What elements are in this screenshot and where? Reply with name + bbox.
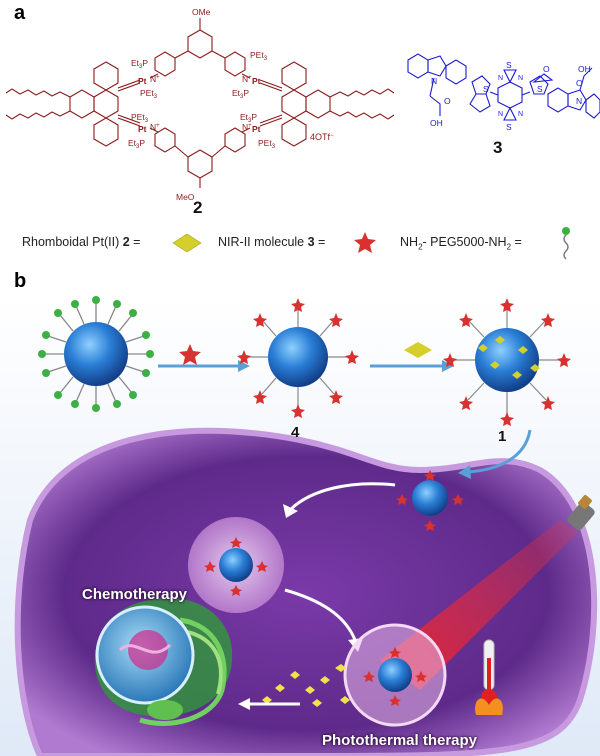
legend-nir-label: NIR-II molecule 3 = <box>218 235 326 249</box>
chemotherapy-label: Chemotherapy <box>82 586 188 603</box>
svg-text:OH: OH <box>430 118 443 128</box>
arrow-to-burst <box>284 588 357 641</box>
nanoparticle-1 <box>443 298 571 426</box>
svg-text:S: S <box>537 84 543 94</box>
svg-text:N: N <box>498 111 503 118</box>
photothermal-therapy-label: Photothermal therapy <box>322 732 478 749</box>
rhombus-icon <box>172 233 202 253</box>
svg-text:PEt3: PEt3 <box>140 88 158 100</box>
chemical-structures: OMe MeO Et3P Pt N+ PEt3 PEt3 Pt N+ Et3P … <box>5 7 600 202</box>
compound-3-labels: N OH O S S S N N N N S O N OH O <box>430 60 591 132</box>
endosome-vesicle <box>188 517 284 613</box>
svg-text:Pt: Pt <box>138 76 147 86</box>
arrow-to-cell <box>467 429 532 474</box>
panel-b-label: b <box>14 270 27 292</box>
star-icon <box>354 232 376 253</box>
svg-text:PEt3: PEt3 <box>131 112 149 124</box>
legend-rhomboid-label: Rhomboidal Pt(II) 2 = <box>22 235 141 249</box>
label-ome-top: OMe <box>192 7 211 17</box>
svg-text:O: O <box>444 96 451 106</box>
nanoparticle-1-label: 1 <box>498 428 507 445</box>
label-meo-bottom: MeO <box>176 192 195 202</box>
laser-emitter-icon <box>567 495 595 531</box>
legend-peg-label: NH2- PEG5000-NH2 = <box>400 235 522 252</box>
svg-text:N+: N+ <box>150 74 160 84</box>
peg-chain-icon <box>562 227 570 260</box>
arrow-to-vesicle <box>288 482 396 512</box>
released-drug-particles <box>262 664 350 707</box>
svg-text:OH: OH <box>578 64 591 74</box>
svg-text:Pt: Pt <box>252 76 261 86</box>
bottom-right-pyridine <box>224 127 246 153</box>
svg-text:PEt3: PEt3 <box>250 50 268 62</box>
nanoparticle-4-label: 4 <box>291 424 300 441</box>
bottom-left-pyridine <box>154 127 176 153</box>
nanoparticle-entering <box>396 470 464 531</box>
compound-2-number: 2 <box>193 198 203 217</box>
svg-text:N: N <box>498 75 503 82</box>
svg-text:N+: N+ <box>242 74 252 84</box>
thermometer-icon <box>475 639 503 715</box>
nanoparticle-4 <box>237 298 359 418</box>
svg-text:Pt: Pt <box>138 124 147 134</box>
compound-2-labels: OMe MeO Et3P Pt N+ PEt3 PEt3 Pt N+ Et3P … <box>128 7 334 202</box>
svg-text:PEt3: PEt3 <box>258 138 276 150</box>
nucleus-organelles <box>94 598 233 726</box>
nanoparticle-peg <box>38 296 154 412</box>
svg-text:S: S <box>506 122 512 132</box>
right-peg-chain-lower <box>329 110 395 120</box>
svg-text:S: S <box>483 84 489 94</box>
left-peg-chain-upper <box>5 88 71 98</box>
arrow-1-star <box>179 344 201 365</box>
svg-text:S: S <box>506 60 512 70</box>
svg-text:Et3P: Et3P <box>240 112 257 124</box>
svg-text:Et3P: Et3P <box>131 58 148 70</box>
compound-3-structure <box>407 53 600 121</box>
svg-text:O: O <box>543 64 550 74</box>
burst-vesicle <box>343 623 447 727</box>
panel-a-label: a <box>14 2 26 24</box>
svg-text:Et3P: Et3P <box>232 88 249 100</box>
compound-2-structure <box>5 18 395 188</box>
svg-text:O: O <box>576 78 583 88</box>
svg-text:N+: N+ <box>150 122 160 132</box>
svg-text:N: N <box>576 96 582 106</box>
right-peg-chain-upper <box>329 88 395 98</box>
svg-text:N: N <box>431 76 437 86</box>
svg-text:Et3P: Et3P <box>128 138 145 150</box>
svg-text:N+: N+ <box>242 122 252 132</box>
legend-symbols <box>172 227 570 260</box>
left-peg-chain-lower <box>5 110 71 120</box>
top-benzene-ring <box>187 29 213 59</box>
svg-text:Pt: Pt <box>252 124 261 134</box>
svg-text:N: N <box>518 75 523 82</box>
compound-3-number: 3 <box>493 138 503 157</box>
svg-text:N: N <box>518 111 523 118</box>
arrow-2-rhombus <box>404 342 432 358</box>
counterion-label: 4OTf− <box>310 132 334 142</box>
